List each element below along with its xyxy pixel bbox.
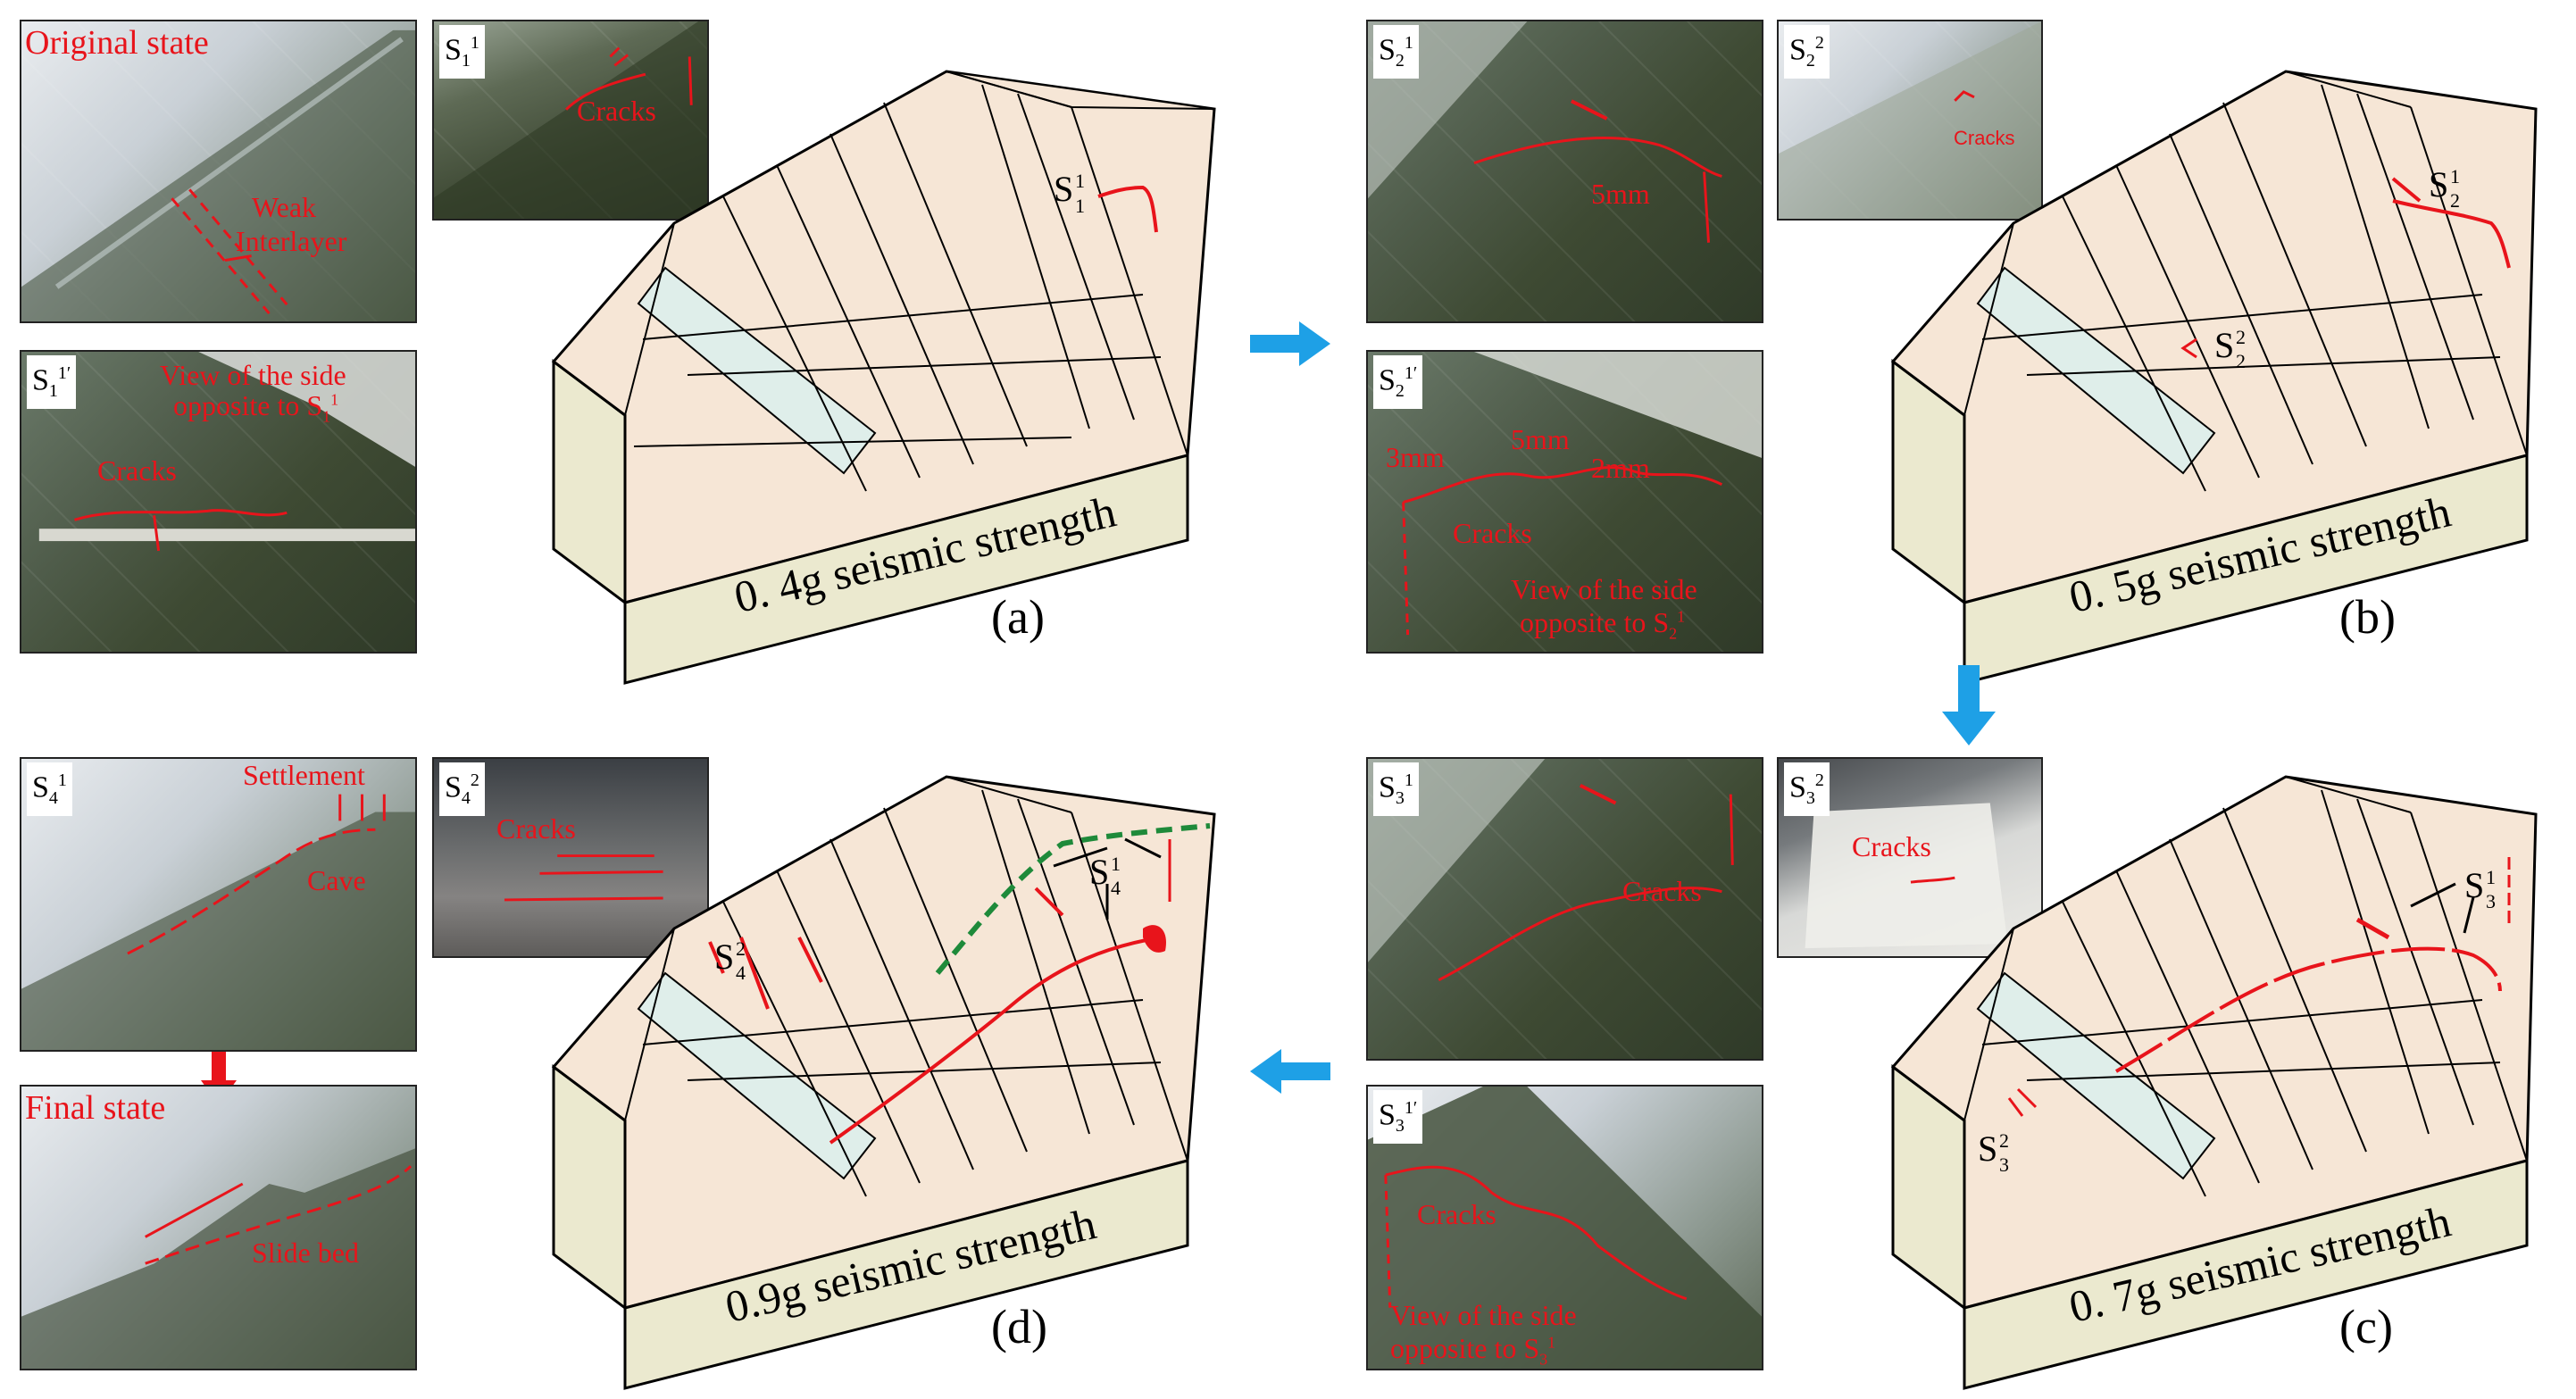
- cracks-label: Cracks: [1954, 127, 2015, 149]
- svg-text:4: 4: [736, 962, 746, 984]
- view-side-note-2: opposite to S21: [1520, 606, 1686, 643]
- svg-text:2: 2: [2450, 189, 2460, 212]
- weak-interlayer-label-1: Weak: [252, 191, 317, 223]
- photo-original-state: Original state Weak Interlayer: [20, 20, 417, 323]
- caption-d: (d): [991, 1300, 1047, 1353]
- view-side-note-1: View of the side: [1390, 1299, 1577, 1331]
- width-2mm: 2mm: [1591, 452, 1650, 484]
- svg-text:S: S: [2214, 325, 2234, 365]
- width-5mm-label: 5mm: [1591, 178, 1650, 210]
- original-state-title: Original state: [25, 24, 209, 62]
- slope-model-d: S 1 4 S 2 4: [551, 775, 1216, 1390]
- cracks-label: Cracks: [1852, 830, 1931, 862]
- photo-s4-1: S41 Settlement Cave: [20, 757, 417, 1052]
- cracks-label: Cracks: [1622, 875, 1702, 907]
- cracks-label: Cracks: [97, 454, 177, 487]
- cracks-label: Cracks: [577, 95, 656, 127]
- photo-tag: S21′: [1373, 355, 1423, 410]
- svg-text:3: 3: [1999, 1153, 2009, 1176]
- svg-text:1: 1: [1111, 853, 1121, 875]
- svg-text:S: S: [1978, 1128, 1997, 1169]
- slope-label-sub: 1: [1075, 195, 1085, 217]
- svg-text:4: 4: [1111, 877, 1121, 899]
- photo-s2-1-side: S21′ 3mm 5mm 2mm Cracks View of the side…: [1366, 350, 1763, 654]
- width-5mm: 5mm: [1511, 423, 1570, 455]
- svg-text:2: 2: [2236, 326, 2246, 348]
- photo-tag: S31: [1373, 762, 1419, 817]
- caption-c: (c): [2339, 1300, 2393, 1353]
- photo-tag: S11: [439, 25, 485, 79]
- photo-s3-1: S31 Cracks: [1366, 757, 1763, 1061]
- photo-s1-1-side: S11′ View of the side opposite to S11 Cr…: [20, 350, 417, 654]
- caption-b: (b): [2339, 590, 2396, 644]
- photo-tag: S21: [1373, 25, 1419, 79]
- photo-s1-1: S11 Cracks: [432, 20, 709, 221]
- svg-text:2: 2: [2236, 350, 2246, 372]
- svg-text:S: S: [2464, 865, 2484, 905]
- photo-tag: S41: [27, 762, 72, 817]
- weak-interlayer-label-2: Interlayer: [236, 225, 347, 257]
- photo-tag: S11′: [27, 355, 77, 410]
- cracks-label: Cracks: [1417, 1198, 1496, 1230]
- svg-text:S: S: [714, 937, 734, 977]
- svg-text:S: S: [1089, 852, 1109, 892]
- arrow-left-icon: [1250, 1049, 1330, 1094]
- arrow-down-icon: [1942, 665, 1996, 745]
- view-side-note-2: opposite to S31: [1390, 1332, 1556, 1369]
- svg-text:3: 3: [2486, 890, 2496, 912]
- slope-label-s1: S: [1054, 169, 1073, 209]
- slope-model-a: S 1 1: [551, 70, 1216, 685]
- cave-label: Cave: [307, 864, 366, 896]
- slope-side-face: [623, 454, 1189, 685]
- svg-text:1: 1: [2450, 165, 2460, 187]
- photo-tag: S42: [439, 762, 485, 817]
- settlement-label: Settlement: [243, 759, 365, 791]
- caption-a: (a): [991, 590, 1045, 644]
- photo-tag: S31′: [1373, 1090, 1423, 1145]
- weak-interlayer: [637, 266, 877, 475]
- arrow-right-icon: [1250, 321, 1330, 366]
- view-side-note-2: opposite to S11: [173, 389, 339, 426]
- photo-s3-1-side: S31′ Cracks View of the side opposite to…: [1366, 1085, 1763, 1370]
- view-side-note-1: View of the side: [1511, 573, 1697, 605]
- svg-text:S: S: [2429, 164, 2448, 204]
- final-state-title: Final state: [25, 1089, 166, 1127]
- width-3mm: 3mm: [1386, 441, 1445, 473]
- slope-label-sup: 1: [1075, 170, 1085, 192]
- photo-final-state: Final state Slide bed: [20, 1085, 417, 1370]
- photo-s2-2: S22 Cracks: [1777, 20, 2043, 221]
- view-side-note-1: View of the side: [160, 359, 346, 391]
- photo-s3-2: S32 Cracks: [1777, 757, 2043, 958]
- svg-text:2: 2: [736, 937, 746, 960]
- slide-bed-label: Slide bed: [252, 1237, 359, 1269]
- photo-tag: S22: [1784, 25, 1830, 79]
- cracks-label: Cracks: [496, 812, 576, 845]
- photo-s2-1: S21 5mm: [1366, 20, 1763, 323]
- cracks-label: Cracks: [1453, 517, 1532, 549]
- slope-model-c: S 1 3 S 2 3: [1890, 775, 2538, 1390]
- svg-text:2: 2: [1999, 1129, 2009, 1152]
- svg-text:1: 1: [2486, 866, 2496, 888]
- photo-tag: S32: [1784, 762, 1830, 817]
- slope-model-b: S 1 2 S 2 2: [1890, 70, 2538, 685]
- photo-s4-2: S42 Cracks: [432, 757, 709, 958]
